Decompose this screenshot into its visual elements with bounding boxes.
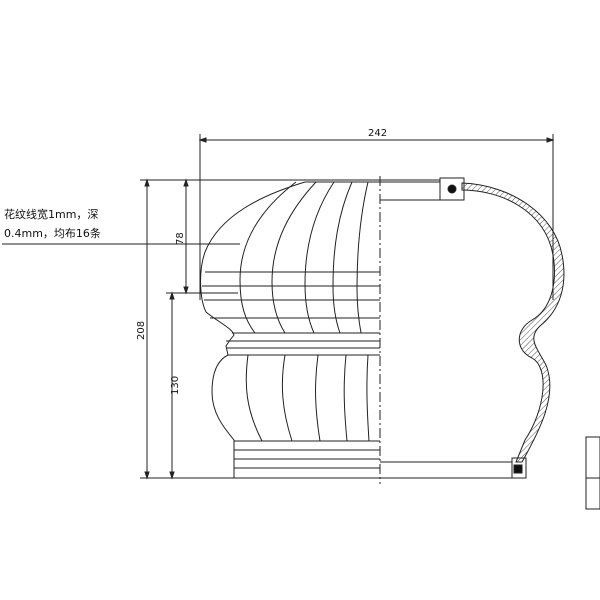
width-dimension-label: 242 (368, 128, 387, 139)
annotation-line-2: 0.4mm，均布16条 (4, 227, 101, 240)
title-block-fragment (585, 436, 600, 510)
bellows-section-view (380, 177, 565, 479)
upper-bead-ring (447, 184, 457, 194)
bellows-exterior-view (200, 181, 380, 479)
total-height-dimension (140, 178, 515, 480)
width-dimension (198, 134, 555, 300)
bellows-wall-section (461, 182, 565, 463)
total-height-label: 208 (136, 321, 147, 340)
lower-height-dimension (166, 291, 186, 480)
lower-bead-ring (513, 464, 523, 474)
upper-height-dimension (180, 178, 238, 295)
upper-height-label: 78 (175, 232, 186, 245)
annotation-line-1: 花纹线宽1mm，深 (4, 208, 99, 221)
lower-height-label: 130 (170, 376, 181, 395)
